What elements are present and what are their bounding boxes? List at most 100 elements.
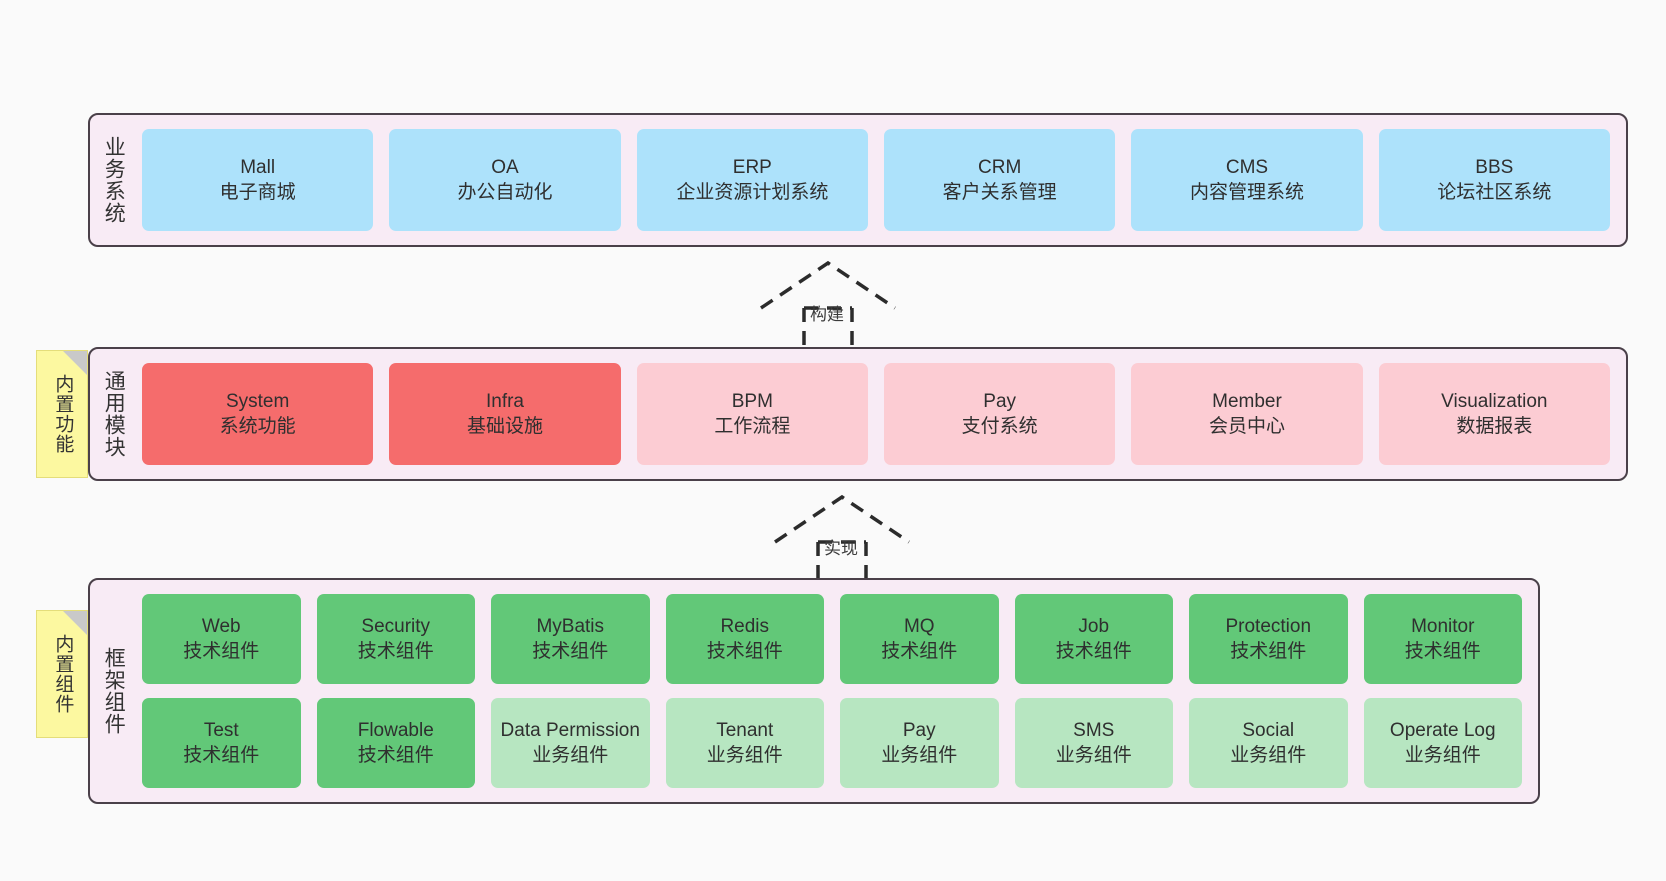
card-title-en: BPM [731,390,773,412]
card-title-en: Redis [720,615,770,637]
card-title-en: Tenant [716,719,774,741]
card-title-en: System [225,390,290,412]
card-title-en: CRM [978,156,1022,178]
note-builtin-features-label: 内置功能 [52,374,74,454]
card-sms[interactable]: SMS 业务组件 [1014,698,1173,788]
card-subtitle-cn: 论坛社区系统 [1437,182,1552,203]
card-title-en: Operate Log [1389,719,1496,741]
card-title-en: Test [203,719,239,741]
card-title-en: Visualization [1441,390,1548,412]
card-subtitle-cn: 内容管理系统 [1189,182,1304,203]
card-title-en: Mall [240,156,276,178]
card-title-en: Pay [902,719,936,741]
card-subtitle-cn: 基础设施 [466,416,543,437]
note-builtin-components-label: 内置组件 [52,634,74,714]
card-grid-common-modules: System 系统功能 Infra 基础设施 BPM 工作流程 Pay 支付系统 Member 会… [136,349,1626,479]
card-test[interactable]: Test 技术组件 [142,698,301,788]
card-title-en: Flowable [357,719,434,741]
card-title-en: Infra [485,390,524,412]
card-bpm[interactable]: BPM 工作流程 [636,363,868,465]
card-subtitle-cn: 数据报表 [1456,416,1533,437]
card-title-en: BBS [1475,156,1514,178]
card-social[interactable]: Social 业务组件 [1189,698,1348,788]
card-tenant[interactable]: Tenant 业务组件 [665,698,824,788]
card-title-en: SMS [1073,719,1115,741]
card-security[interactable]: Security 技术组件 [316,594,475,684]
card-subtitle-cn: 工作流程 [714,416,791,437]
card-subtitle-cn: 业务组件 [532,745,609,766]
card-title-en: Protection [1225,615,1312,637]
card-system[interactable]: System 系统功能 [142,363,374,465]
note-builtin-features[interactable]: 内置功能 [36,350,88,478]
card-subtitle-cn: 业务组件 [706,745,783,766]
card-subtitle-cn: 技术组件 [1404,641,1481,662]
card-visualization[interactable]: Visualization 数据报表 [1378,363,1610,465]
card-bbs[interactable]: BBS 论坛社区系统 [1378,129,1610,231]
card-subtitle-cn: 企业资源计划系统 [676,182,829,203]
connector-implement-shape [774,494,910,582]
layer-common-modules[interactable]: 通用模块 System 系统功能 Infra 基础设施 BPM 工作流程 Pay 支付系统 Me… [88,347,1628,481]
card-title-en: OA [491,156,519,178]
card-title-en: Data Permission [500,719,640,741]
layer-title-framework-components: 框架组件 [102,647,126,735]
card-subtitle-cn: 系统功能 [219,416,296,437]
card-infra[interactable]: Infra 基础设施 [389,363,621,465]
card-title-en: Member [1212,390,1282,412]
card-flowable[interactable]: Flowable 技术组件 [316,698,475,788]
card-cms[interactable]: CMS 内容管理系统 [1131,129,1363,231]
card-redis[interactable]: Redis 技术组件 [665,594,824,684]
card-subtitle-cn: 技术组件 [881,641,958,662]
card-crm[interactable]: CRM 客户关系管理 [883,129,1116,231]
card-title-en: Monitor [1411,615,1475,637]
connector-build-shape [760,260,896,348]
card-mybatis[interactable]: MyBatis 技术组件 [491,594,650,684]
card-title-en: Pay [983,390,1017,412]
note-builtin-components[interactable]: 内置组件 [36,610,88,738]
card-title-en: CMS [1225,156,1269,178]
card-subtitle-cn: 技术组件 [706,641,783,662]
card-erp[interactable]: ERP 企业资源计划系统 [636,129,868,231]
connector-build-label: 构建 [810,305,844,324]
card-mq[interactable]: MQ 技术组件 [840,594,999,684]
card-subtitle-cn: 业务组件 [881,745,958,766]
card-title-en: Web [201,615,241,637]
card-title-en: MQ [903,615,935,637]
card-title-en: Social [1242,719,1295,741]
connector-implement-label: 实现 [824,539,858,558]
card-pay[interactable]: Pay 支付系统 [883,363,1116,465]
card-title-en: MyBatis [536,615,605,637]
card-subtitle-cn: 技术组件 [357,641,434,662]
card-subtitle-cn: 技术组件 [357,745,434,766]
card-data-permission[interactable]: Data Permission 业务组件 [491,698,650,788]
card-monitor[interactable]: Monitor 技术组件 [1363,594,1522,684]
card-subtitle-cn: 技术组件 [183,641,260,662]
card-subtitle-cn: 技术组件 [1230,641,1307,662]
card-subtitle-cn: 支付系统 [961,416,1038,437]
card-member[interactable]: Member 会员中心 [1131,363,1363,465]
card-pay[interactable]: Pay 业务组件 [840,698,999,788]
card-title-en: ERP [732,156,772,178]
card-web[interactable]: Web 技术组件 [142,594,301,684]
card-job[interactable]: Job 技术组件 [1014,594,1173,684]
connector-build: 构建 [758,258,898,348]
card-protection[interactable]: Protection 技术组件 [1189,594,1348,684]
card-subtitle-cn: 技术组件 [532,641,609,662]
card-subtitle-cn: 业务组件 [1230,745,1307,766]
layer-title-common-modules: 通用模块 [102,370,126,458]
card-subtitle-cn: 技术组件 [183,745,260,766]
card-title-en: Security [361,615,431,637]
connector-implement: 实现 [772,492,912,582]
card-subtitle-cn: 会员中心 [1208,416,1285,437]
card-subtitle-cn: 技术组件 [1055,641,1132,662]
card-subtitle-cn: 客户关系管理 [942,182,1057,203]
card-title-en: Job [1078,615,1110,637]
card-subtitle-cn: 业务组件 [1055,745,1132,766]
